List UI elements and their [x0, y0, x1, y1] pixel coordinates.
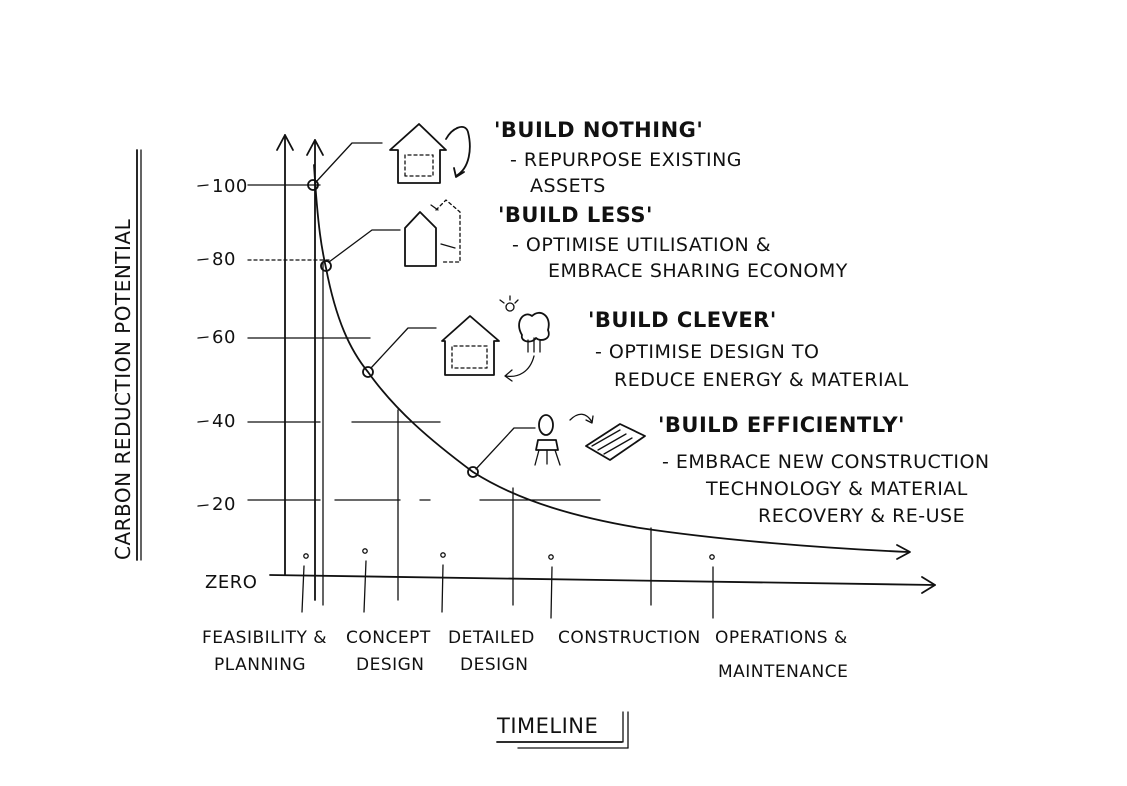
strategy-1-title: 'BUILD NOTHING'	[494, 118, 703, 142]
stage-4-line1: CONSTRUCTION	[558, 628, 701, 648]
y-tick-20: 20	[212, 494, 236, 515]
leader-build-clever	[371, 328, 436, 368]
leader-build-less	[329, 230, 400, 262]
stage-dot-5	[710, 555, 714, 559]
y-tick-mark-80	[198, 259, 208, 260]
stage-2-line2: DESIGN	[356, 655, 425, 675]
stage-2-line1: CONCEPT	[346, 628, 431, 648]
leader-lines	[316, 143, 535, 469]
stage-stem-2	[364, 561, 366, 612]
y-axis-label-group: CARBON REDUCTION POTENTIAL	[111, 150, 141, 560]
leader-build-efficiently	[476, 428, 535, 469]
house-less-icon	[405, 200, 460, 266]
strategy-3-title: 'BUILD CLEVER'	[588, 308, 777, 332]
strategy-build-less: 'BUILD LESS' - OPTIMISE UTILISATION & EM…	[498, 203, 848, 282]
curve-nodes	[308, 180, 478, 477]
strategy-2-title: 'BUILD LESS'	[498, 203, 653, 227]
stage-1-line2: PLANNING	[214, 655, 306, 675]
stage-dot-2	[363, 549, 367, 553]
x-axis-label: TIMELINE	[496, 714, 598, 738]
stage-3-line2: DESIGN	[460, 655, 529, 675]
house-reuse-icon	[390, 124, 470, 183]
stage-dot-4	[549, 555, 553, 559]
strategy-1-line1: - REPURPOSE EXISTING	[510, 149, 742, 171]
stage-3-line1: DETAILED	[448, 628, 535, 648]
y-tick-mark-100	[198, 185, 208, 186]
chair-panel-icon	[535, 414, 645, 465]
strategy-3-line2: REDUCE ENERGY & MATERIAL	[614, 369, 909, 391]
stage-5-line2: MAINTENANCE	[718, 662, 848, 682]
stage-stem-4	[551, 567, 552, 618]
stage-labels: FEASIBILITY & PLANNING CONCEPT DESIGN DE…	[202, 628, 848, 682]
strategy-2-line2: EMBRACE SHARING ECONOMY	[548, 260, 848, 282]
leader-build-nothing	[316, 143, 382, 182]
y-tick-mark-20	[198, 505, 208, 506]
strategy-build-clever: 'BUILD CLEVER' - OPTIMISE DESIGN TO REDU…	[588, 308, 909, 391]
y-axis-label: CARBON REDUCTION POTENTIAL	[111, 218, 135, 560]
strategy-4-title: 'BUILD EFFICIENTLY'	[658, 413, 905, 437]
strategy-build-nothing: 'BUILD NOTHING' - REPURPOSE EXISTING ASS…	[494, 118, 742, 197]
house-clever-icon	[442, 296, 549, 381]
stage-5-line1: OPERATIONS &	[715, 628, 848, 648]
x-axis-label-group: TIMELINE	[496, 712, 628, 748]
y-tick-100: 100	[212, 176, 248, 197]
strategy-4-line1: - EMBRACE NEW CONSTRUCTION	[662, 451, 990, 473]
y-tick-60: 60	[212, 327, 236, 348]
stage-dot-3	[441, 553, 445, 557]
strategy-2-line1: - OPTIMISE UTILISATION &	[512, 234, 771, 256]
y-tick-80: 80	[212, 249, 236, 270]
stage-1-line1: FEASIBILITY &	[202, 628, 327, 648]
strategy-4-line2: TECHNOLOGY & MATERIAL	[705, 478, 968, 500]
x-axis-line	[270, 575, 935, 585]
strategy-build-efficiently: 'BUILD EFFICIENTLY' - EMBRACE NEW CONSTR…	[658, 413, 990, 527]
strategy-3-line1: - OPTIMISE DESIGN TO	[595, 341, 819, 363]
strategy-1-line2: ASSETS	[530, 175, 606, 197]
y-tick-40: 40	[212, 411, 236, 432]
stage-stem-3	[442, 565, 443, 612]
stage-stem-1	[302, 566, 304, 612]
y-tick-mark-40	[198, 421, 208, 422]
stage-dot-1	[304, 554, 308, 558]
strategy-4-line3: RECOVERY & RE-USE	[758, 505, 965, 527]
y-tick-mark-60	[198, 337, 208, 338]
stage-markers	[302, 549, 714, 618]
y-tick-zero: ZERO	[205, 572, 257, 593]
